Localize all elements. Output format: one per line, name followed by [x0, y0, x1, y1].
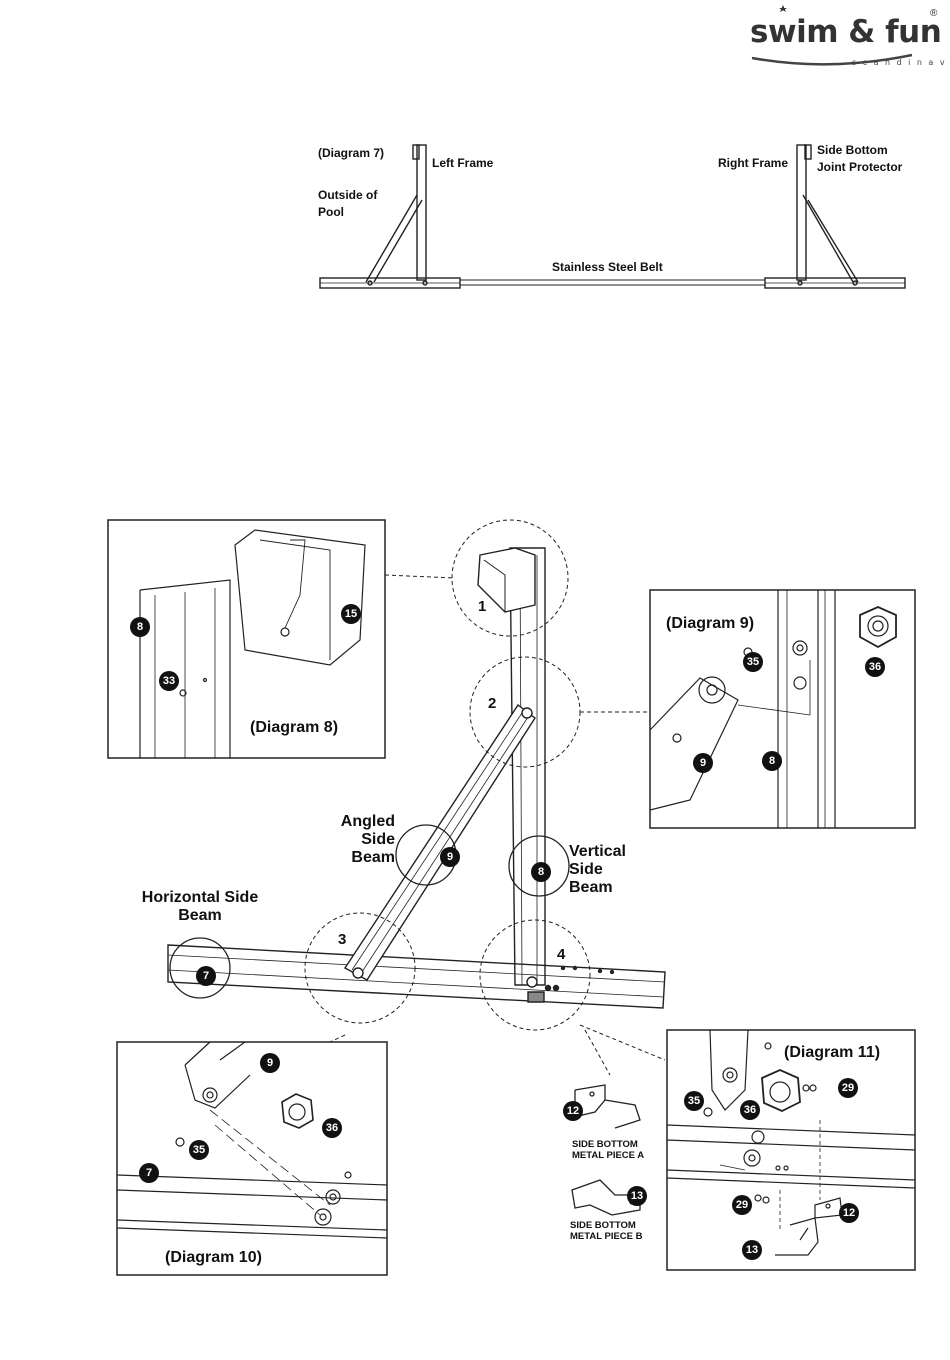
part-badge-33: 33	[159, 671, 179, 691]
part-badge-8: 8	[130, 617, 150, 637]
right-frame-label: Right Frame	[718, 156, 789, 170]
diagram10-caption: (Diagram 10)	[165, 1249, 262, 1266]
diagram9-box	[649, 589, 916, 829]
logo-star-icon	[779, 5, 787, 12]
diagram11-box	[666, 1029, 916, 1271]
part-badge-7: 7	[196, 966, 216, 986]
part-badge-9: 9	[693, 753, 713, 773]
part-badge-7: 7	[139, 1163, 159, 1183]
part-badge-12: 12	[563, 1101, 583, 1121]
left-frame-label: Left Frame	[432, 156, 494, 170]
brand-subtitle: scandinavia	[852, 58, 950, 67]
diagram8-drawing	[139, 529, 366, 758]
part-badge-36: 36	[740, 1100, 760, 1120]
diagram8-caption: (Diagram 8)	[250, 719, 339, 736]
part-badge-13: 13	[742, 1240, 762, 1260]
diagram10-drawing	[116, 1041, 388, 1239]
callout-4: 4	[557, 946, 566, 963]
part-badge-35: 35	[684, 1091, 704, 1111]
part-badge-13: 13	[627, 1186, 647, 1206]
part-badge-35: 35	[743, 652, 763, 672]
diagram7-caption: (Diagram 7)	[318, 146, 385, 160]
leader-lines	[329, 574, 666, 1076]
diagram11-drawing	[666, 1029, 916, 1256]
part-badge-8: 8	[531, 862, 551, 882]
part-badge-29: 29	[838, 1078, 858, 1098]
logo-swoosh	[751, 53, 913, 66]
part-badge-12: 12	[839, 1203, 859, 1223]
part-badge-36: 36	[865, 657, 885, 677]
part-badge-8: 8	[762, 751, 782, 771]
diagram7-drawing	[319, 144, 906, 289]
brand-logo: swim & fun	[750, 14, 942, 50]
callout-3: 3	[338, 931, 347, 948]
diagram9-caption: (Diagram 9)	[666, 615, 755, 632]
stainless-steel-belt-label: Stainless Steel Belt	[552, 260, 663, 274]
callout-2: 2	[488, 695, 497, 712]
registered-mark: ®	[930, 8, 938, 19]
part-badge-9: 9	[440, 847, 460, 867]
part-badge-35: 35	[189, 1140, 209, 1160]
part-badge-29: 29	[732, 1195, 752, 1215]
diagram9-drawing	[649, 590, 897, 828]
diagram8-box	[107, 519, 386, 759]
part-badge-36: 36	[322, 1118, 342, 1138]
main-frame-drawing	[167, 547, 666, 1009]
callout-1: 1	[478, 598, 487, 615]
part-badge-15: 15	[341, 604, 361, 624]
diagram11-caption: (Diagram 11)	[784, 1044, 881, 1061]
diagram10-box	[116, 1041, 388, 1276]
part-badge-9: 9	[260, 1053, 280, 1073]
